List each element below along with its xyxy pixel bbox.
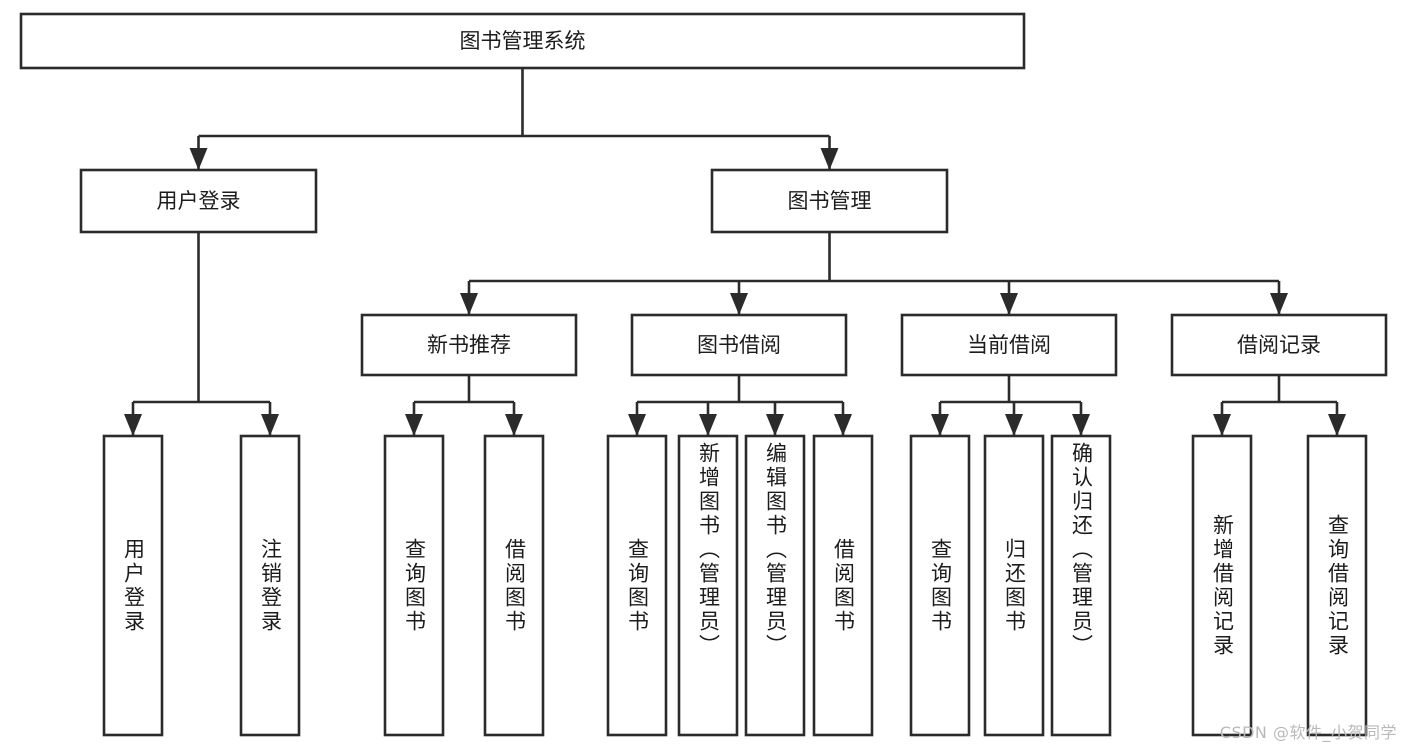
node-box-leaf-query-book-3 bbox=[909, 434, 971, 737]
arrow-head-leaf-query-book-2 bbox=[628, 414, 646, 436]
node-box-leaf-add-record bbox=[1191, 434, 1253, 737]
connectors-layer bbox=[124, 68, 1346, 436]
arrow-head-user-login bbox=[189, 148, 208, 170]
arrow-head-leaf-logout bbox=[261, 414, 279, 436]
arrow-head-leaf-user-login bbox=[124, 414, 142, 436]
arrow-head-current-borrow bbox=[1000, 293, 1018, 315]
node-label-user-login: 用户登录 bbox=[157, 189, 241, 213]
node-boxes-layer bbox=[19, 12, 1388, 737]
arrow-head-leaf-query-book-1 bbox=[405, 414, 423, 436]
node-box-leaf-borrow-book-1 bbox=[483, 434, 545, 737]
node-box-root bbox=[19, 12, 1026, 70]
node-box-new-book-rec bbox=[360, 313, 578, 377]
arrow-head-leaf-query-record bbox=[1328, 414, 1346, 436]
arrow-head-leaf-borrow-book-1 bbox=[505, 414, 523, 436]
arrow-head-book-borrow bbox=[730, 293, 748, 315]
arrow-head-leaf-query-book-3 bbox=[931, 414, 949, 436]
node-label-current-borrow: 当前借阅 bbox=[967, 333, 1051, 357]
arrow-head-leaf-add-record bbox=[1213, 414, 1231, 436]
node-box-leaf-query-book-2 bbox=[606, 434, 668, 737]
node-box-user-login bbox=[79, 168, 318, 234]
node-box-leaf-confirm-return bbox=[1050, 434, 1112, 737]
node-box-borrow-record bbox=[1170, 313, 1388, 377]
node-box-book-borrow bbox=[630, 313, 848, 377]
arrow-head-book-manage bbox=[820, 148, 839, 170]
node-label-borrow-record: 借阅记录 bbox=[1237, 333, 1321, 357]
arrow-head-new-book-rec bbox=[460, 293, 478, 315]
node-box-leaf-query-book-1 bbox=[383, 434, 445, 737]
arrow-head-leaf-edit-book bbox=[766, 414, 784, 436]
node-box-leaf-logout bbox=[239, 434, 301, 737]
watermark-text: CSDN @软件_小贺同学 bbox=[1219, 723, 1397, 742]
arrow-head-leaf-borrow-book-2 bbox=[834, 414, 852, 436]
node-box-leaf-borrow-book-2 bbox=[812, 434, 874, 737]
arrow-head-leaf-add-book bbox=[699, 414, 717, 436]
node-box-leaf-add-book bbox=[677, 434, 739, 737]
node-label-root: 图书管理系统 bbox=[460, 29, 586, 53]
node-label-new-book-rec: 新书推荐 bbox=[427, 333, 511, 357]
node-label-book-borrow: 图书借阅 bbox=[697, 333, 781, 357]
node-box-leaf-edit-book bbox=[744, 434, 806, 737]
arrow-head-borrow-record bbox=[1270, 293, 1288, 315]
node-box-book-manage bbox=[710, 168, 949, 234]
arrow-head-leaf-confirm-return bbox=[1072, 414, 1090, 436]
node-box-leaf-return-book bbox=[983, 434, 1045, 737]
node-box-leaf-user-login bbox=[102, 434, 164, 737]
arrow-head-leaf-return-book bbox=[1005, 414, 1023, 436]
node-box-leaf-query-record bbox=[1306, 434, 1368, 737]
node-label-book-manage: 图书管理 bbox=[788, 189, 872, 213]
node-box-current-borrow bbox=[900, 313, 1118, 377]
